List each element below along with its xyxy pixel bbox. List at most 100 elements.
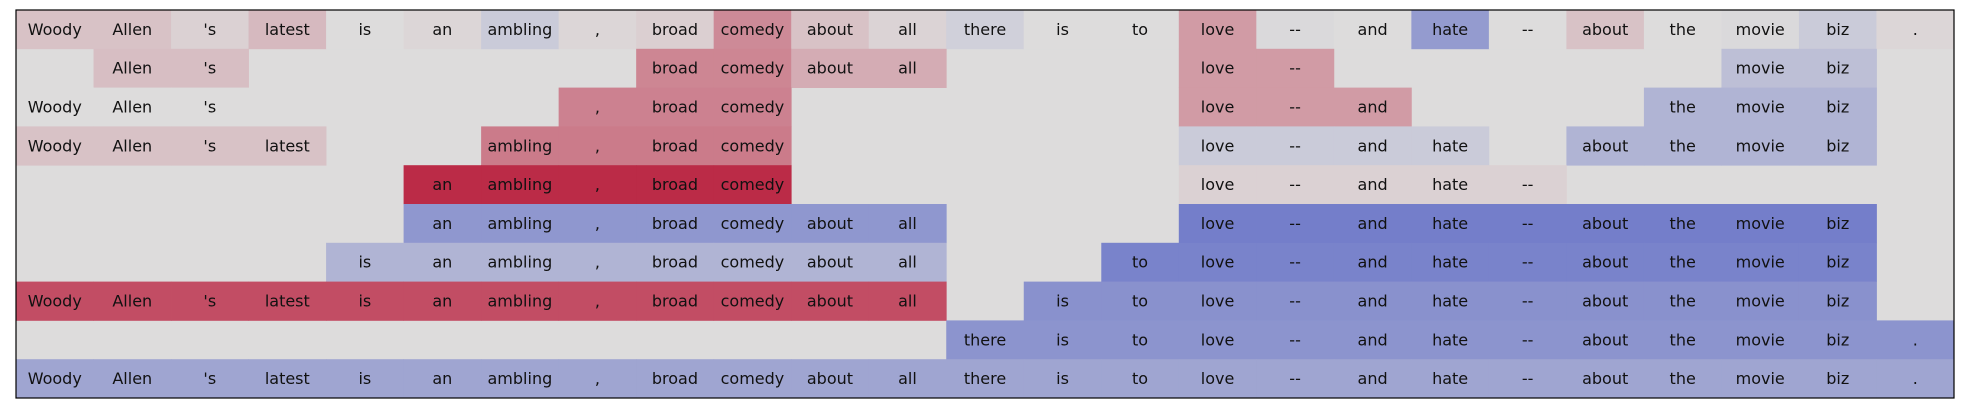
heatmap-cell bbox=[1876, 10, 1955, 50]
token-label: is bbox=[1056, 20, 1069, 39]
token-label: all bbox=[898, 292, 917, 311]
token-label: ambling bbox=[488, 20, 553, 39]
token-label: broad bbox=[652, 136, 698, 155]
heatmap-cell bbox=[558, 126, 637, 166]
token-label: latest bbox=[265, 369, 310, 388]
heatmap-cell bbox=[1488, 281, 1567, 321]
heatmap-cell bbox=[713, 359, 792, 399]
heatmap-cell bbox=[636, 165, 715, 205]
heatmap-cell bbox=[558, 281, 637, 321]
token-label: movie bbox=[1736, 59, 1785, 78]
heatmap-cell bbox=[713, 10, 792, 50]
token-label: biz bbox=[1826, 98, 1849, 117]
heatmap-cell bbox=[16, 281, 94, 321]
heatmap-cell bbox=[1411, 281, 1490, 321]
token-label: love bbox=[1201, 136, 1235, 155]
token-label: all bbox=[898, 214, 917, 233]
token-label: 's bbox=[203, 292, 216, 311]
token-label: -- bbox=[1289, 292, 1301, 311]
heatmap-cell bbox=[1023, 10, 1102, 50]
token-label: is bbox=[358, 253, 371, 272]
heatmap-cell bbox=[1411, 165, 1490, 205]
heatmap-cell bbox=[1721, 126, 1800, 166]
heatmap-cell bbox=[248, 126, 327, 166]
heatmap-cell bbox=[1023, 320, 1102, 360]
heatmap-cell bbox=[1566, 320, 1645, 360]
heatmap-cell bbox=[558, 242, 637, 282]
heatmap-cell bbox=[1721, 320, 1800, 360]
token-label: there bbox=[964, 369, 1006, 388]
token-label: to bbox=[1132, 253, 1148, 272]
token-label: love bbox=[1201, 98, 1235, 117]
heatmap-cell bbox=[558, 87, 637, 127]
heatmap-cell bbox=[1256, 320, 1335, 360]
heatmap-cell bbox=[1333, 165, 1412, 205]
token-label: , bbox=[595, 253, 600, 272]
heatmap-cell bbox=[713, 48, 792, 88]
heatmap-cells bbox=[16, 10, 1955, 399]
token-label: movie bbox=[1736, 292, 1785, 311]
token-label: ambling bbox=[488, 214, 553, 233]
heatmap-cell bbox=[1798, 359, 1877, 399]
heatmap-cell bbox=[93, 281, 172, 321]
token-label: -- bbox=[1289, 330, 1301, 349]
token-label: and bbox=[1358, 136, 1388, 155]
heatmap-cell bbox=[636, 359, 715, 399]
heatmap-cell bbox=[403, 359, 482, 399]
token-label: and bbox=[1358, 330, 1388, 349]
heatmap-cell bbox=[481, 10, 560, 50]
token-label: -- bbox=[1522, 20, 1534, 39]
token-label: the bbox=[1670, 330, 1696, 349]
heatmap-cell bbox=[16, 359, 94, 399]
heatmap-cell bbox=[403, 165, 482, 205]
token-label: movie bbox=[1736, 98, 1785, 117]
heatmap-cell bbox=[1721, 204, 1800, 244]
heatmap-cell bbox=[1333, 281, 1412, 321]
heatmap-cell bbox=[1178, 10, 1257, 50]
token-label: and bbox=[1358, 20, 1388, 39]
token-label: to bbox=[1132, 369, 1148, 388]
heatmap-cell bbox=[1566, 10, 1645, 50]
heatmap-cell bbox=[1643, 281, 1722, 321]
heatmap-cell bbox=[326, 281, 404, 321]
heatmap-cell bbox=[481, 126, 560, 166]
token-label: all bbox=[898, 369, 917, 388]
heatmap-cell bbox=[1488, 204, 1567, 244]
token-label: comedy bbox=[721, 20, 785, 39]
token-label: an bbox=[432, 20, 452, 39]
token-label: the bbox=[1670, 369, 1696, 388]
token-label: to bbox=[1132, 330, 1148, 349]
heatmap-cell bbox=[1798, 48, 1877, 88]
heatmap-cell bbox=[1333, 359, 1412, 399]
heatmap-cell bbox=[636, 126, 715, 166]
token-label: an bbox=[432, 292, 452, 311]
heatmap-cell bbox=[1411, 320, 1490, 360]
heatmap-cell bbox=[713, 281, 792, 321]
heatmap-cell bbox=[636, 10, 715, 50]
heatmap-cell bbox=[1798, 87, 1877, 127]
heatmap-cell bbox=[946, 320, 1025, 360]
heatmap-cell bbox=[791, 10, 870, 50]
token-label: and bbox=[1358, 369, 1388, 388]
token-label: Allen bbox=[112, 369, 152, 388]
heatmap-cell bbox=[1178, 87, 1257, 127]
token-label: 's bbox=[203, 59, 216, 78]
token-label: love bbox=[1201, 330, 1235, 349]
token-label: broad bbox=[652, 253, 698, 272]
heatmap-cell bbox=[1411, 204, 1490, 244]
heatmap-cell bbox=[1333, 87, 1412, 127]
token-label: Woody bbox=[28, 98, 82, 117]
heatmap-cell bbox=[1643, 242, 1722, 282]
token-label: about bbox=[807, 59, 853, 78]
heatmap-cell bbox=[1256, 359, 1335, 399]
token-label: biz bbox=[1826, 214, 1849, 233]
heatmap-cell bbox=[1333, 242, 1412, 282]
token-label: about bbox=[807, 292, 853, 311]
heatmap-cell bbox=[1566, 281, 1645, 321]
token-label: , bbox=[595, 175, 600, 194]
token-label: love bbox=[1201, 214, 1235, 233]
heatmap-cell bbox=[791, 281, 870, 321]
heatmap-cell bbox=[713, 204, 792, 244]
heatmap-cell bbox=[558, 10, 637, 50]
token-label: -- bbox=[1522, 330, 1534, 349]
